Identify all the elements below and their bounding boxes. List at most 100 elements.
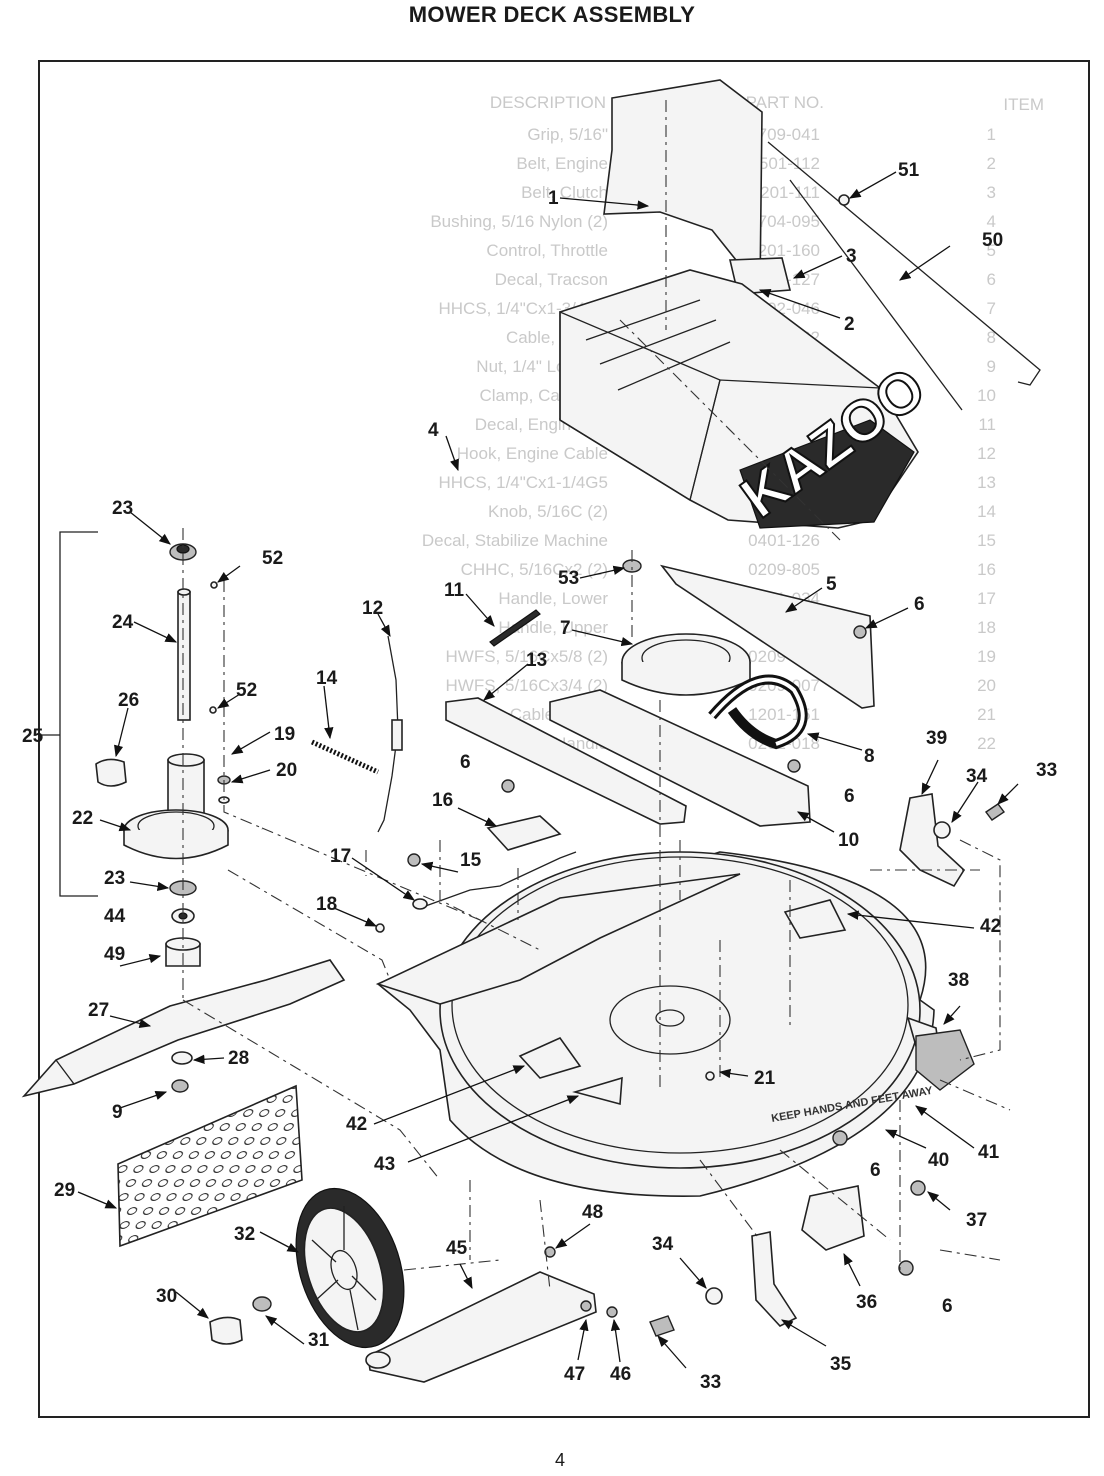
callout-7: 7 (560, 618, 571, 639)
ghost-header-description: DESCRIPTION (490, 93, 606, 112)
spring-14 (310, 739, 380, 775)
clip-16 (486, 815, 562, 851)
bracket-25 (59, 531, 98, 897)
ghost-description: Knob, 5/16C (2) (488, 502, 608, 521)
callout-21: 21 (754, 1068, 776, 1089)
callout-37: 37 (966, 1210, 987, 1231)
spindle-assembly (42, 531, 231, 967)
cable-12 (377, 635, 399, 833)
ghost-item: 9 (987, 357, 996, 376)
callout-4: 4 (428, 420, 439, 441)
decal-43 (572, 1076, 623, 1106)
blade-washer (171, 1051, 193, 1065)
ghost-part-no: 1501-112 (749, 154, 820, 173)
spring-11 (489, 609, 541, 647)
ghost-header-item: ITEM (1003, 95, 1044, 114)
ghost-part-no: 0709-041 (748, 125, 820, 144)
ghost-item: 21 (977, 705, 996, 724)
ghost-description: HWFS, 5/16Cx3/4 (2) (446, 676, 609, 695)
ghost-part-no: 0209-805 (748, 560, 820, 579)
rod-17 (419, 851, 577, 909)
callout-36: 36 (856, 1292, 877, 1313)
callout-19: 19 (274, 724, 295, 745)
ghost-description: Belt, Engine (516, 154, 608, 173)
decal-42b (518, 1037, 582, 1079)
bracket-39 (899, 793, 966, 888)
callout-6-5: 6 (460, 752, 471, 773)
ghost-header-part-no: PART NO. (746, 93, 824, 112)
callout-27: 27 (88, 1000, 109, 1021)
bolt-33-right (984, 803, 1006, 821)
page-title: MOWER DECK ASSEMBLY (408, 2, 696, 27)
callout-13: 13 (526, 650, 547, 671)
deflector-38 (915, 1029, 975, 1091)
callout-42-2: 42 (346, 1114, 367, 1135)
callout-46: 46 (610, 1364, 631, 1385)
callout-43: 43 (374, 1154, 395, 1175)
callout-34-2: 34 (652, 1234, 674, 1255)
ghost-description: Control, Throttle (486, 241, 608, 260)
ghost-part-no: 1201-151 (748, 705, 820, 724)
bracket-36 (801, 1185, 865, 1251)
callout-6-2: 6 (844, 786, 855, 807)
callout-53: 53 (558, 568, 579, 589)
ghost-item: 7 (987, 299, 996, 318)
callout-41: 41 (978, 1142, 1000, 1163)
ghost-description: Grip, 5/16" (527, 125, 608, 144)
bracket-13 (445, 697, 687, 825)
callout-6-4: 6 (942, 1296, 953, 1317)
wheel-assembly (209, 1187, 618, 1383)
bolt-33-bottom (649, 1315, 675, 1337)
bracket-35 (751, 1231, 798, 1327)
callout-20: 20 (276, 760, 297, 781)
ghost-item: 17 (977, 589, 996, 608)
diagram-frame (38, 60, 1090, 1418)
callout-35: 35 (830, 1354, 852, 1375)
throttle-rod (767, 141, 1041, 386)
callout-23-2: 23 (104, 868, 125, 889)
ghost-item: 20 (977, 676, 996, 695)
ghost-item: 3 (987, 183, 996, 202)
callout-40: 40 (928, 1150, 949, 1171)
callout-15: 15 (460, 850, 482, 871)
alignment-lines (182, 100, 1011, 1291)
ghost-item: 5 (987, 241, 996, 260)
callout-28: 28 (228, 1048, 249, 1069)
callout-29: 29 (54, 1180, 75, 1201)
ghost-item: 1 (987, 125, 996, 144)
ghost-item: 10 (977, 386, 996, 405)
ghost-item: 12 (977, 444, 996, 463)
ghost-part-no: 0401-126 (748, 531, 820, 550)
callout-2: 2 (844, 314, 855, 335)
ghost-part-no: 1201-160 (748, 241, 820, 260)
rod-fitting (838, 194, 850, 206)
spindle-shaft (177, 591, 191, 721)
callout-39: 39 (926, 728, 947, 749)
callout-48: 48 (582, 1202, 603, 1223)
callout-34: 34 (966, 766, 988, 787)
ghost-description: Decal, Tracson (495, 270, 608, 289)
callout-23: 23 (112, 498, 133, 519)
callout-49: 49 (104, 944, 125, 965)
callout-labels: 1234566666789101112131415161718192021222… (22, 160, 1057, 1393)
ghost-item: 2 (987, 154, 996, 173)
leader-lines (77, 171, 1019, 1369)
callout-22: 22 (72, 808, 93, 829)
ghost-description: Handle, Lower (498, 589, 608, 608)
callout-31: 31 (308, 1330, 330, 1351)
hub-cap-30 (209, 1316, 243, 1345)
belt-8-inner (710, 677, 805, 746)
callout-26: 26 (118, 690, 139, 711)
ghost-item: 13 (977, 473, 996, 492)
wheel-bolt-31 (252, 1296, 272, 1312)
callout-24: 24 (112, 612, 134, 633)
callout-33: 33 (1036, 760, 1057, 781)
discharge-grate (117, 1084, 303, 1248)
ghost-description: Bushing, 5/16 Nylon (2) (430, 212, 608, 231)
callout-10: 10 (838, 830, 859, 851)
ghost-description: Belt, Clutch (521, 183, 608, 202)
callout-5: 5 (826, 574, 837, 595)
ghost-description: HWFS, 5/16Cx5/8 (2) (446, 647, 609, 666)
callout-1: 1 (548, 188, 559, 209)
ghost-item: 16 (977, 560, 996, 579)
